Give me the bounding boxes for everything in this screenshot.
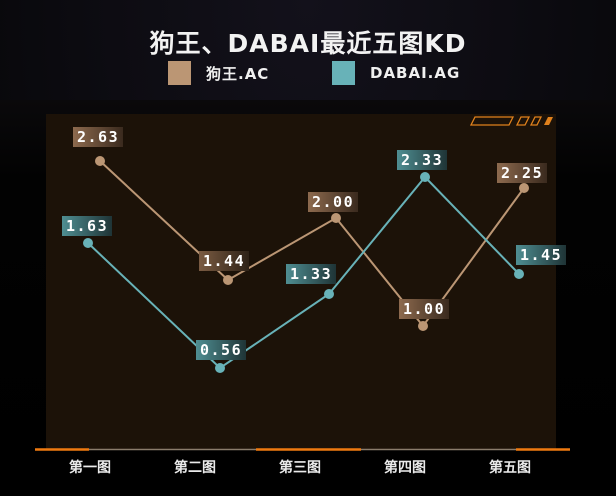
data-label-ac-3: 2.00 [308,192,359,212]
x-tick-label-1: 第一图 [69,460,111,476]
x-tick-label-4: 第四图 [384,460,426,476]
legend-label-ag: DABAI.AG [370,64,461,82]
legend-item-ac[interactable]: 狗王.AC [168,61,269,85]
data-label-ac-2: 1.44 [199,251,250,271]
data-label-ag-3: 1.33 [286,264,337,284]
series-points-ag [83,172,524,373]
data-label-ag-2: 0.56 [196,340,247,360]
data-label-ac-5: 2.25 [497,163,548,183]
x-tick-label-2: 第二图 [174,460,216,476]
data-label-ac-4: 1.00 [399,299,450,319]
legend-swatch-ac [168,61,191,85]
series-line-ac [99,160,525,328]
series-points-ac [95,156,529,331]
x-tick-label-3: 第三图 [279,460,321,476]
data-label-ac-1: 2.63 [73,127,124,147]
x-tick-label-5: 第五图 [489,460,531,476]
data-label-ag-5: 1.45 [516,245,567,265]
data-label-ag-4: 2.33 [397,150,448,170]
legend-swatch-ag [332,61,355,85]
data-label-ag-1: 1.63 [62,216,113,236]
legend-item-ag[interactable]: DABAI.AG [332,61,460,85]
chart-title: 狗王、DABAI最近五图KD [149,29,467,58]
decorative-parallelograms-icon [470,116,553,126]
legend-label-ac: 狗王.AC [206,64,270,83]
